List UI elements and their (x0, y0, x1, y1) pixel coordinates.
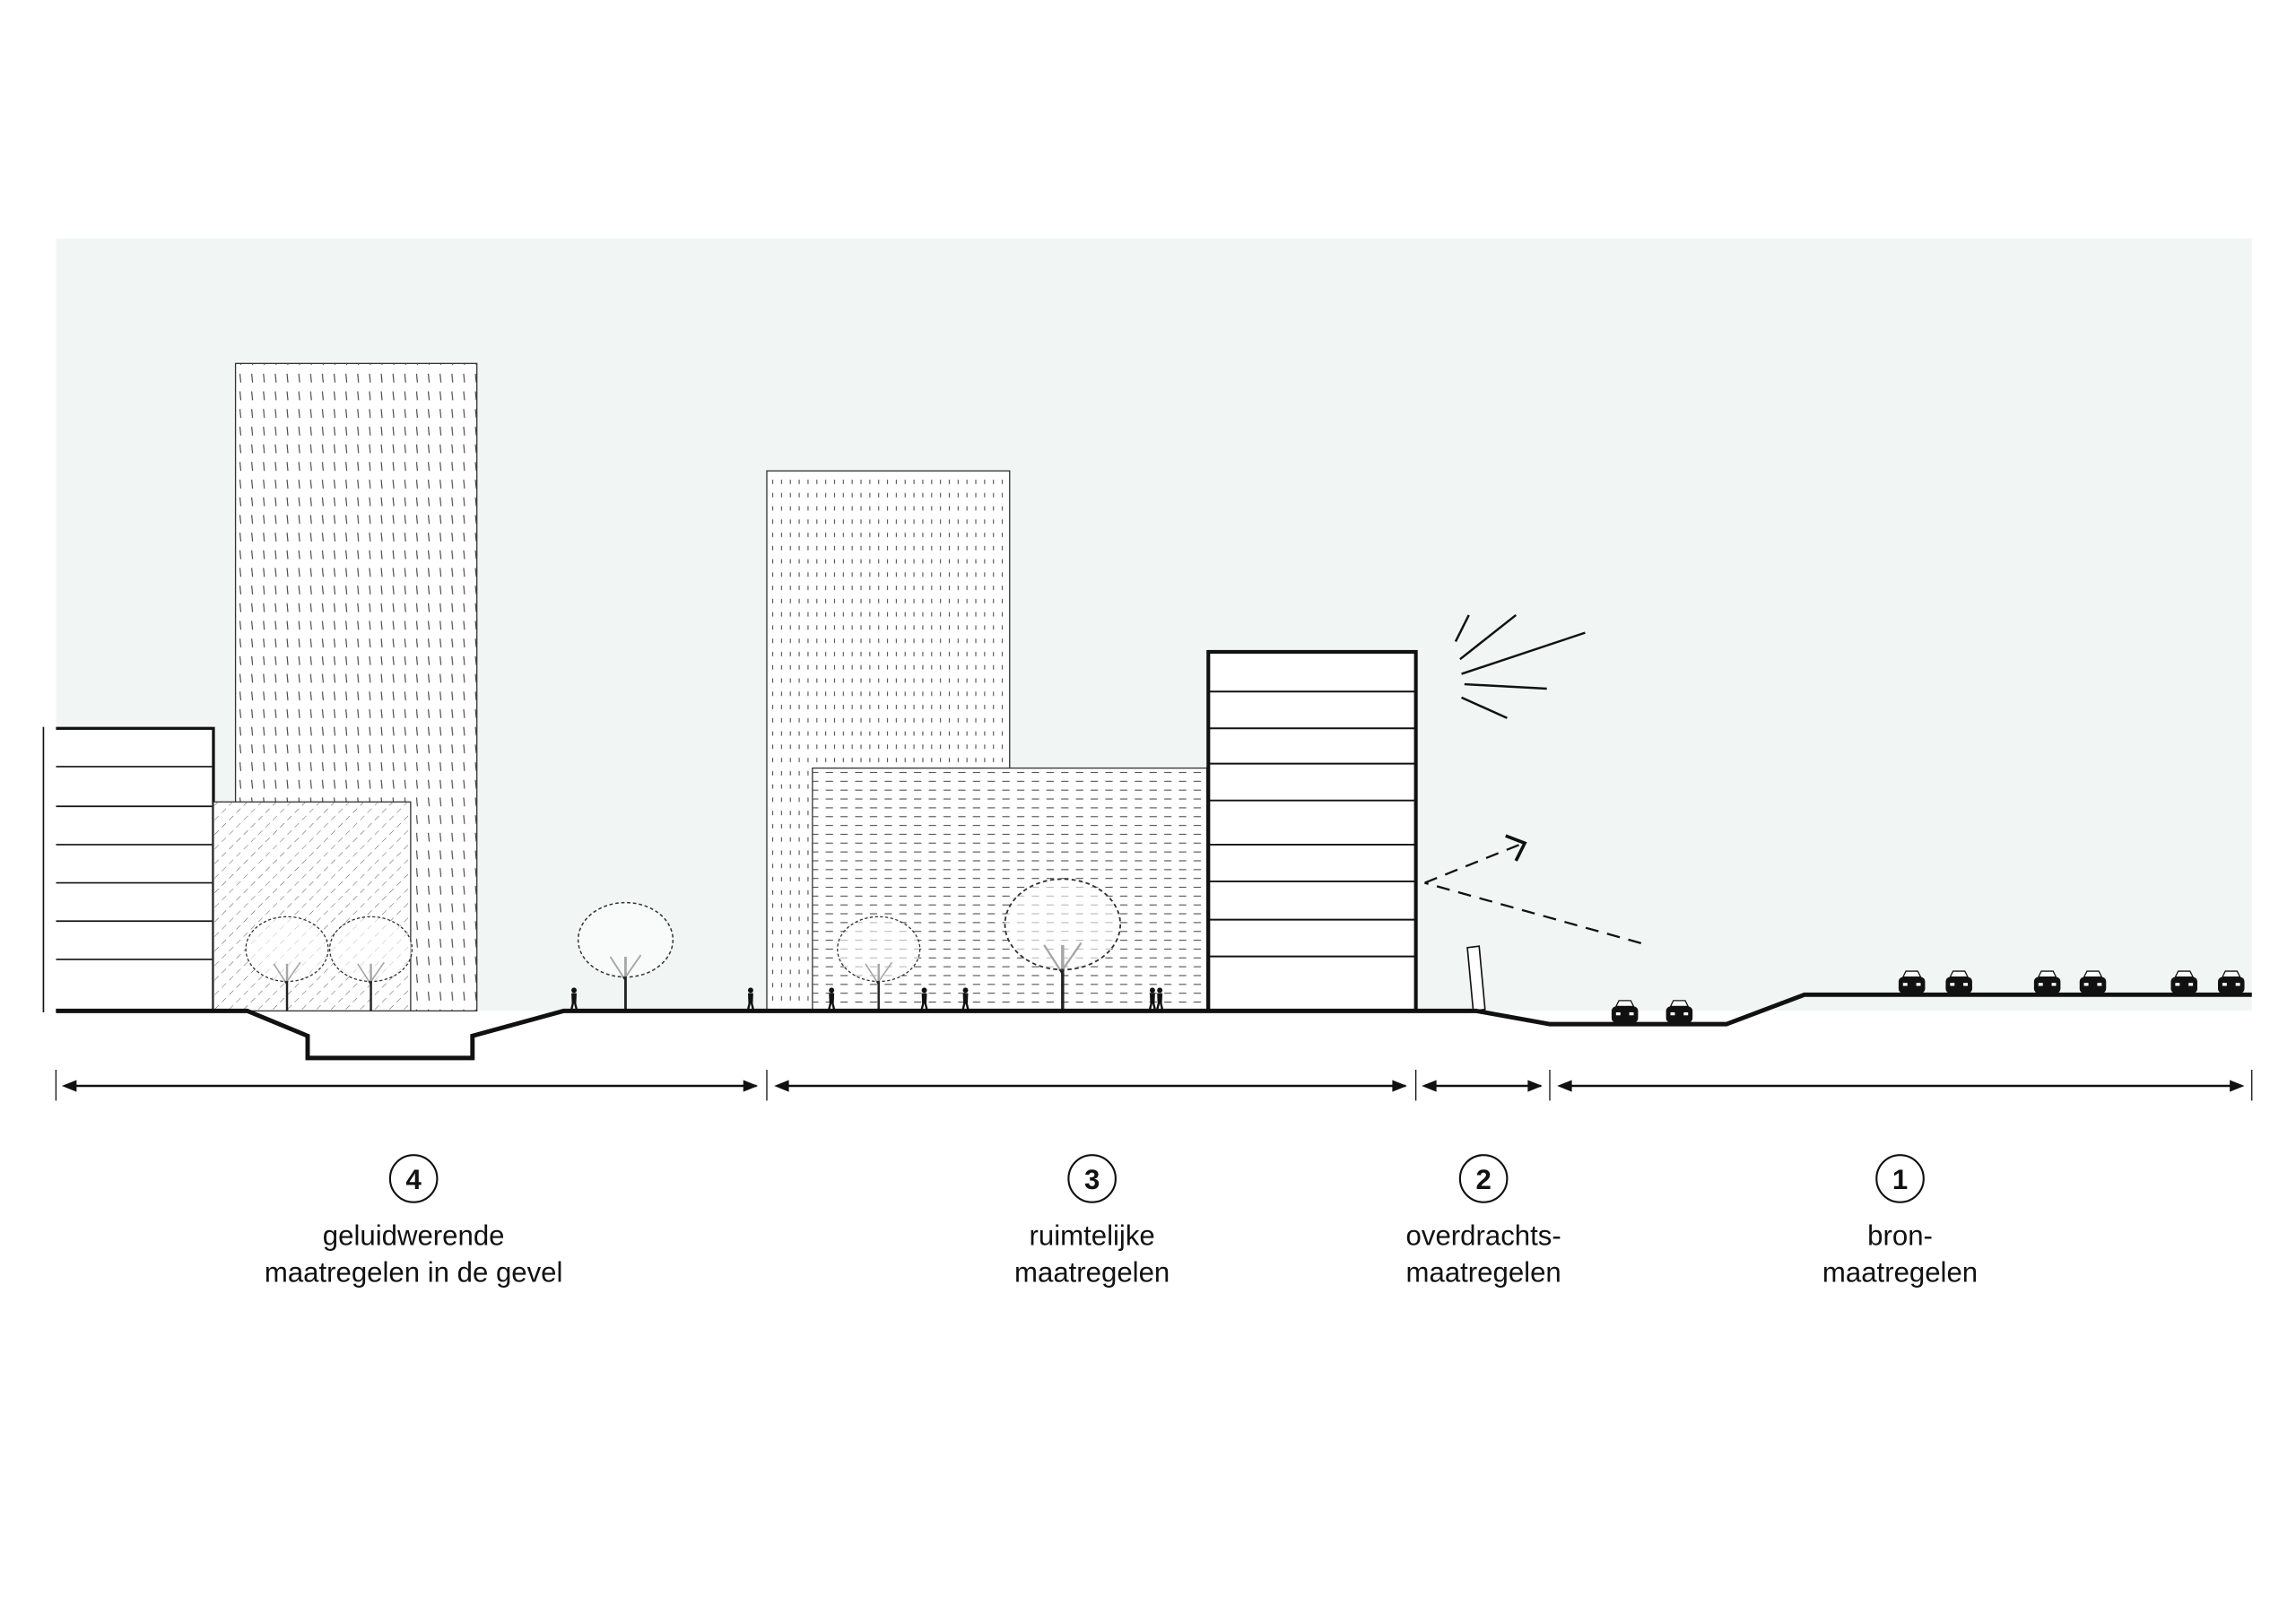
zone-1-label: 1 bron- maatregelen (1822, 1154, 1978, 1288)
zone-number-circle (1875, 1154, 1925, 1203)
noise-source-rays (1454, 613, 1586, 719)
dimension-lines (55, 1069, 2253, 1101)
zone-4-label: 4 geluidwerende maatregelen in de gevel (265, 1154, 563, 1288)
zone-title-line1: ruimtelijke (1030, 1219, 1155, 1251)
zone-title-line2: maatregelen (1822, 1256, 1978, 1288)
zone-title-line2: maatregelen in de gevel (265, 1256, 563, 1288)
zone-title-line1: bron- (1867, 1219, 1933, 1251)
zone-title-line1: geluidwerende (323, 1219, 505, 1251)
zone-number: 2 (1475, 1164, 1491, 1195)
zone-2-label: 2 overdrachts- maatregelen (1406, 1154, 1561, 1288)
zone-3-label: 3 ruimtelijke maatregelen (1014, 1154, 1170, 1288)
zone-title-line1: overdrachts- (1406, 1219, 1561, 1251)
reflection-dashed-arrows (1424, 834, 1642, 944)
zone-number: 3 (1084, 1164, 1100, 1195)
zone-title-line2: maatregelen (1406, 1256, 1561, 1288)
ground-line (56, 992, 2252, 1061)
zone-title-line2: maatregelen (1014, 1256, 1170, 1288)
zone-number-circle (388, 1154, 439, 1203)
zone-number-circle (1067, 1154, 1117, 1203)
zone-number-circle (1458, 1154, 1509, 1203)
right-building (1206, 649, 1418, 1013)
zone-number: 1 (1892, 1164, 1908, 1195)
left-building (42, 726, 215, 1012)
noise-barrier (1466, 945, 1486, 1012)
zone-number: 4 (405, 1164, 422, 1195)
